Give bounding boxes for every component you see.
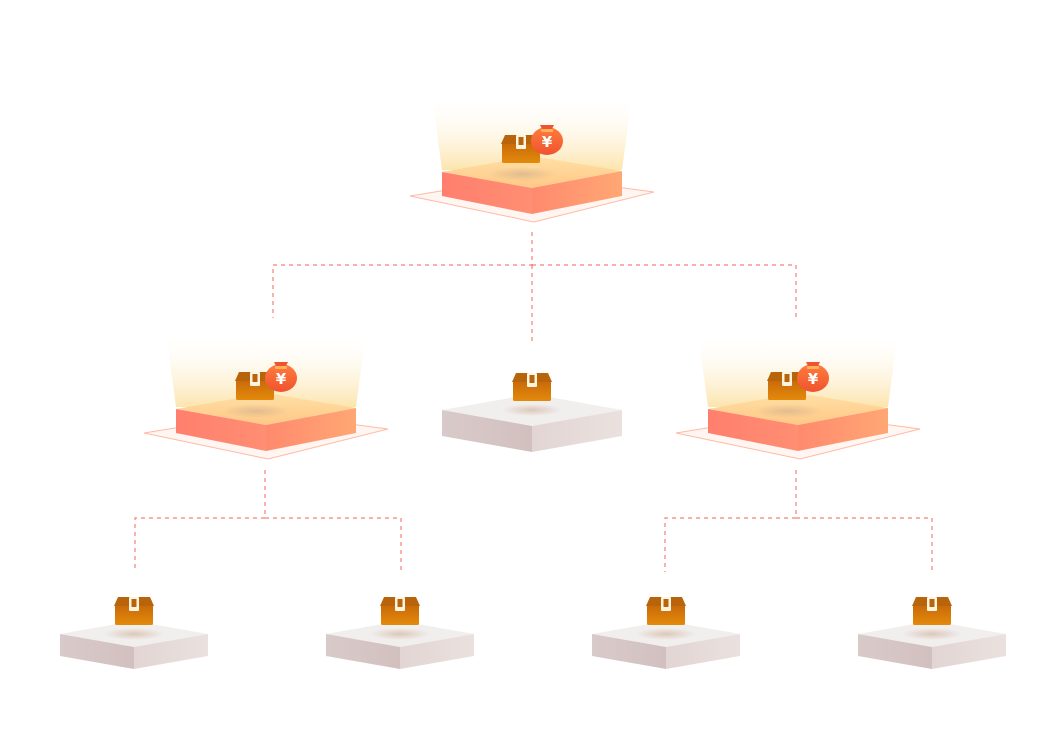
connector-l1-left-to-l2-1 [134,470,266,572]
money-bag-icon: ¥ [265,362,297,392]
platform-side-right [932,634,1006,669]
platform-side-left [708,409,798,451]
platform-side-right [134,634,208,669]
money-bag-icon: ¥ [531,125,563,155]
package-box-icon [114,597,154,625]
platform-side-left [442,410,532,452]
icon-shadow [902,628,962,640]
platform-side-left [442,172,532,214]
icon-shadow [222,404,290,418]
node-l1-center [442,373,622,452]
yen-symbol: ¥ [276,370,287,388]
platform-side-left [592,634,666,669]
package-box-icon [646,597,686,625]
highlight-glow [432,95,632,170]
platform-side-left [858,634,932,669]
connector-root-to-l1-left [272,232,533,318]
package-box-icon [380,597,420,625]
package-box-icon [235,372,275,400]
icon-shadow [104,628,164,640]
highlight-glow [698,332,898,407]
platform-side-right [266,408,356,451]
package-box-icon [767,372,807,400]
icon-shadow [488,167,556,181]
node-layer: ¥ ¥ ¥ [60,95,1006,669]
node-l1-left: ¥ [143,332,389,460]
yen-symbol: ¥ [542,133,553,151]
connector-l1-right-to-l2-4 [796,517,933,572]
node-l2-4 [858,597,1006,669]
node-l2-1 [60,597,208,669]
yen-symbol: ¥ [808,370,819,388]
connector-root-to-l1-right [532,264,797,318]
node-l1-right: ¥ [675,332,921,460]
platform-side-right [666,634,740,669]
node-root: ¥ [409,95,655,223]
icon-shadow [370,628,430,640]
package-box-icon [512,373,552,401]
platform-side-right [532,410,622,452]
platform-side-right [400,634,474,669]
platform-side-left [60,634,134,669]
node-l2-2 [326,597,474,669]
highlight-glow [166,332,366,407]
icon-shadow [502,404,562,416]
platform-side-left [326,634,400,669]
connector-l1-right-to-l2-3 [664,470,797,572]
icon-shadow [636,628,696,640]
package-box-icon [501,135,541,163]
platform-side-right [532,171,622,214]
package-box-icon [912,597,952,625]
money-bag-icon: ¥ [797,362,829,392]
platform-side-right [798,408,888,451]
icon-shadow [754,404,822,418]
connector-lines [134,232,933,572]
platform-side-left [176,409,266,451]
node-l2-3 [592,597,740,669]
connector-l1-left-to-l2-2 [265,517,402,572]
